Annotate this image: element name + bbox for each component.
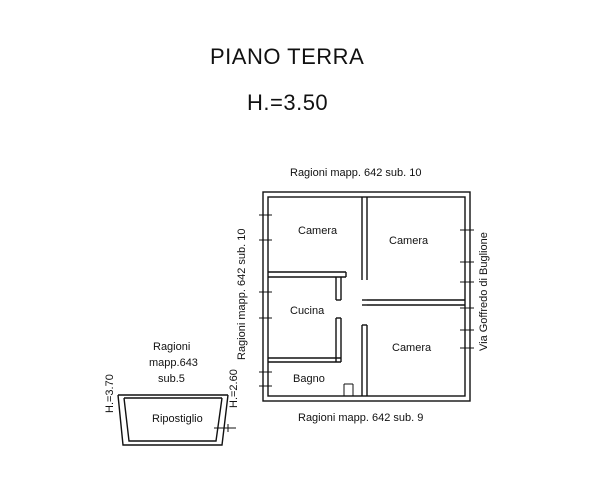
room-camera-top-left: Camera xyxy=(298,225,338,237)
annex-boundary-line3: sub.5 xyxy=(158,373,185,385)
windows-right xyxy=(460,229,474,349)
annex-boundary-line1: Ragioni xyxy=(153,341,191,353)
room-cucina: Cucina xyxy=(290,305,325,317)
height-annex-right: H.=2.60 xyxy=(228,369,240,408)
annex-ripostiglio xyxy=(117,394,236,446)
windows-left xyxy=(259,214,272,387)
boundary-bottom: Ragioni mapp. 642 sub. 9 xyxy=(298,412,424,424)
room-bagno: Bagno xyxy=(293,373,325,385)
plan-height: H.=3.50 xyxy=(247,90,329,115)
outer-wall xyxy=(262,191,471,402)
plan-title: PIANO TERRA xyxy=(210,44,365,69)
annex-boundary-line2: mapp.643 xyxy=(149,357,198,369)
boundary-top: Ragioni mapp. 642 sub. 10 xyxy=(290,167,422,179)
height-annex-left: H.=3.70 xyxy=(104,374,116,413)
boundary-right-street: Via Goffredo di Buglione xyxy=(478,232,490,351)
boundary-left: Ragioni mapp. 642 sub. 10 xyxy=(236,228,248,360)
room-camera-bottom-right: Camera xyxy=(392,342,432,354)
room-camera-top-right: Camera xyxy=(389,235,429,247)
room-ripostiglio: Ripostiglio xyxy=(152,413,203,425)
